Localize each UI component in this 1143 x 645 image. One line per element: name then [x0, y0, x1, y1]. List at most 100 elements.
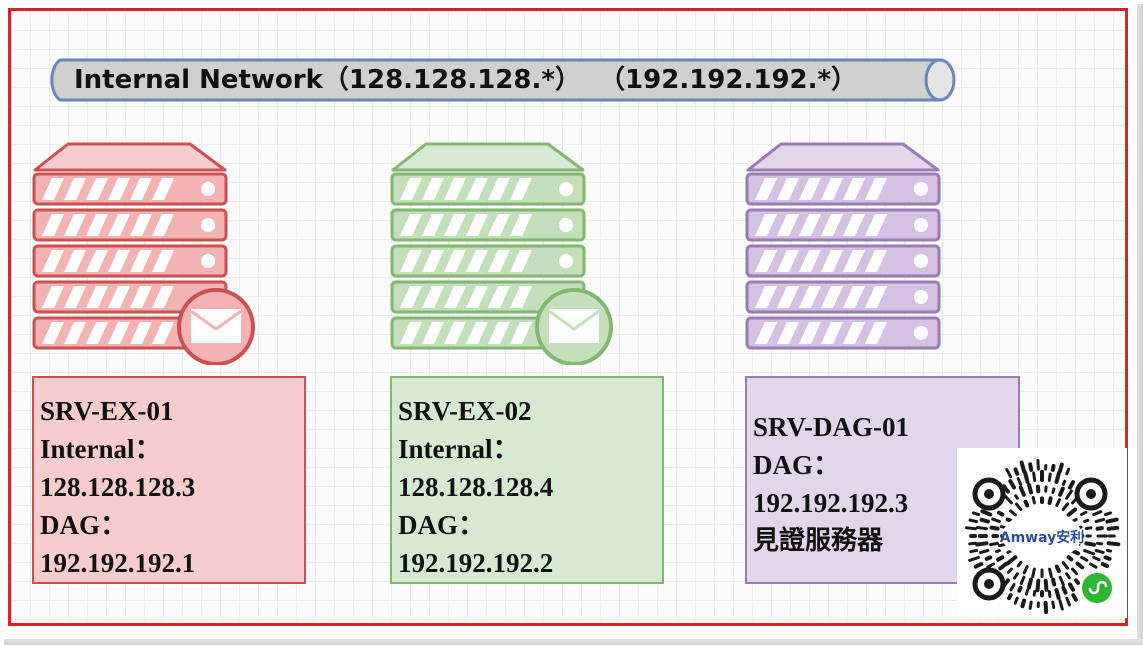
wechat-mini-program-icon: [1082, 573, 1112, 603]
qr-module: [984, 555, 993, 561]
qr-module: [1074, 578, 1080, 585]
qr-module: [1061, 585, 1068, 595]
qr-module: [1006, 549, 1013, 554]
qr-module: [995, 549, 1001, 554]
qr-module: [1106, 541, 1121, 547]
dag-label: DAG：: [753, 450, 840, 480]
internal-label: Internal：: [40, 434, 162, 464]
internal-ip: 128.128.128.4: [398, 472, 554, 502]
qr-module: [975, 541, 989, 547]
qr-module: [1023, 470, 1030, 484]
dag-ip: 192.192.192.3: [753, 488, 909, 518]
qr-module: [1065, 489, 1073, 500]
qr-module: [1016, 561, 1023, 568]
qr-module: [1058, 599, 1064, 611]
qr-module: [991, 517, 1001, 523]
qr-module: [1065, 467, 1071, 476]
qr-module: [1018, 485, 1026, 497]
qr-module: [996, 555, 1005, 562]
qr-module: [1071, 593, 1078, 602]
mail-icon: [177, 288, 255, 365]
qr-module: [1095, 526, 1104, 531]
qr-module: [1020, 598, 1027, 609]
info-box-srv-ex-01: SRV-EX-01 Internal： 128.128.128.3 DAG： 1…: [32, 376, 306, 584]
qr-module: [1106, 525, 1120, 531]
qr-module: [1051, 487, 1056, 494]
qr-module: [1022, 565, 1029, 575]
qr-module: [1013, 596, 1019, 605]
qr-module: [1089, 562, 1098, 569]
qr-module: [1061, 479, 1067, 486]
qr-module: [1019, 460, 1027, 474]
server-name: SRV-DAG-01: [753, 412, 910, 442]
qr-module: [1026, 577, 1033, 590]
qr-module: [1007, 567, 1013, 574]
dag-label: DAG：: [40, 510, 127, 540]
qr-code-pattern: Amway安利: [965, 459, 1121, 615]
qr-module: [1043, 578, 1049, 592]
qr-module: [1103, 555, 1112, 561]
qr-module: [1092, 555, 1101, 562]
qr-module: [1068, 480, 1076, 490]
qr-module: [1061, 561, 1070, 570]
qr-module: [979, 517, 990, 524]
qr-module: [1015, 502, 1023, 511]
qr-module: [969, 548, 979, 554]
qr-module: [1016, 477, 1023, 486]
qr-module: [1023, 499, 1030, 508]
qr-module: [1027, 483, 1033, 495]
dag-ip: 192.192.192.1: [40, 548, 196, 578]
qr-module: [1105, 548, 1113, 553]
amway-logo: Amway安利: [1000, 529, 1085, 546]
qr-module: [1019, 575, 1026, 585]
qr-module: [1047, 472, 1052, 482]
qr-module: [1061, 502, 1070, 511]
qr-module: [1084, 541, 1096, 547]
network-label: Internal Network（128.128.128.*） （192.192…: [74, 65, 858, 95]
server-name: SRV-EX-02: [398, 396, 532, 426]
server-icon-srv-dag-01: [745, 142, 941, 350]
qr-module: [989, 525, 1000, 531]
qr-module: [1094, 518, 1106, 523]
qr-module: [1005, 468, 1013, 479]
qr-module: [986, 562, 995, 569]
qr-module: [1104, 511, 1112, 517]
wechat-qr-code: Amway安利: [957, 448, 1127, 618]
qr-module: [1047, 590, 1052, 598]
qr-module: [1008, 479, 1016, 490]
qr-module: [975, 526, 988, 531]
info-box-srv-ex-02: SRV-EX-02 Internal： 128.128.128.4 DAG： 1…: [390, 376, 664, 584]
server-icon-srv-ex-02: [390, 142, 613, 365]
qr-module: [1051, 600, 1056, 609]
qr-module: [989, 541, 1000, 547]
dag-label: DAG：: [398, 510, 485, 540]
qr-module: [965, 526, 977, 531]
qr-module: [1057, 462, 1064, 474]
qr-module: [1031, 496, 1036, 505]
qr-module: [1100, 562, 1109, 569]
qr-module: [971, 511, 980, 517]
qr-module: [1096, 541, 1104, 546]
qr-module: [1048, 567, 1053, 579]
frame-shadow-bottom: [4, 639, 1143, 645]
qr-module: [1009, 509, 1017, 517]
dag-ip: 192.192.192.2: [398, 548, 554, 578]
qr-module: [1014, 494, 1019, 500]
internal-ip: 128.128.128.3: [40, 472, 196, 502]
qr-module: [1031, 567, 1036, 579]
qr-module: [1013, 467, 1020, 476]
qr-module: [1054, 564, 1061, 574]
qr-module: [1105, 517, 1119, 524]
qr-module: [1005, 517, 1014, 524]
qr-module: [1066, 555, 1074, 562]
qr-module: [1028, 600, 1033, 610]
qr-module: [1083, 518, 1090, 523]
qr-module: [1036, 459, 1040, 471]
qr-module: [1065, 572, 1071, 580]
qr-module: [1058, 575, 1065, 587]
qr-module: [1032, 590, 1037, 597]
qr-module: [968, 555, 980, 562]
network-pipe: [50, 58, 956, 102]
qr-module: [1051, 577, 1057, 587]
qr-module: [1050, 464, 1056, 472]
